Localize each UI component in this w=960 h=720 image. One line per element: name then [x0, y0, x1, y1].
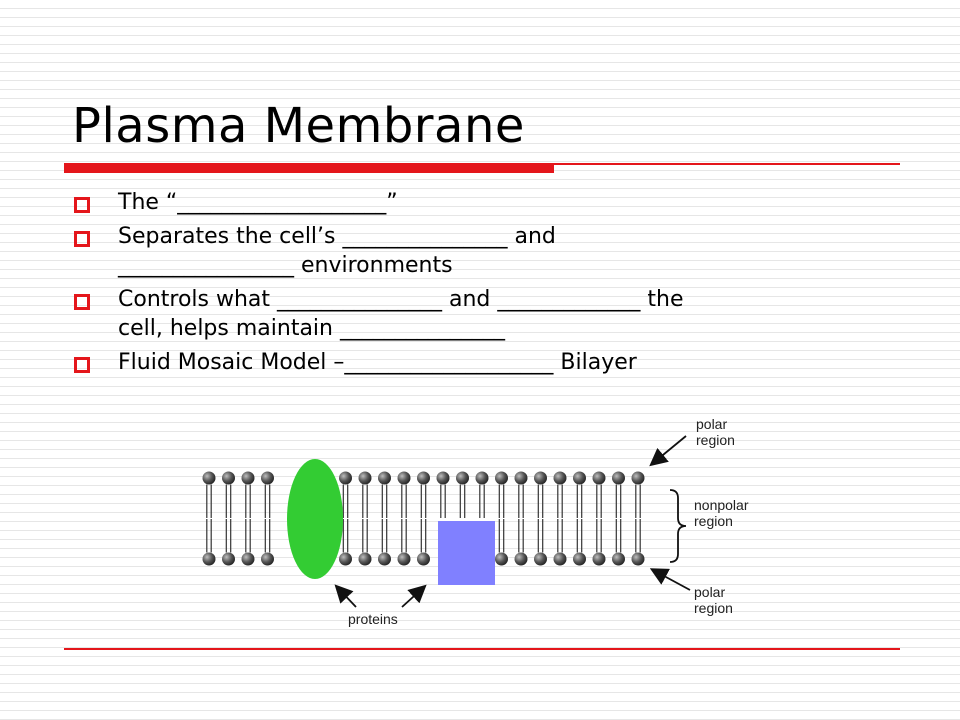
- polar-region-bottom-label: polar region: [694, 584, 733, 616]
- polar-region-top-label: polar region: [696, 416, 735, 448]
- protein-oval: [287, 459, 343, 579]
- square-bullet-icon: [74, 197, 90, 213]
- lipid-head: [631, 471, 645, 485]
- lipid-head: [358, 471, 372, 485]
- bullet-text: Fluid Mosaic Model –___________________ …: [118, 350, 637, 375]
- lipid-head: [612, 552, 625, 566]
- lipid-head: [241, 552, 255, 566]
- lipid-head: [592, 552, 606, 566]
- lipid-head: [475, 471, 489, 485]
- lipid-head: [261, 552, 274, 566]
- proteins-arrow-left: [334, 584, 357, 608]
- lipid-head: [202, 552, 216, 566]
- lipid-head: [514, 552, 528, 566]
- square-bullet-icon: [74, 231, 90, 247]
- lipid-head: [417, 552, 430, 566]
- lipid-head: [222, 471, 235, 485]
- slide-title: Plasma Membrane: [72, 98, 525, 154]
- lipid-head: [378, 471, 391, 485]
- lipid-head: [417, 471, 430, 485]
- lipid-head: [495, 471, 508, 485]
- title-underline-thin: [554, 163, 900, 165]
- lipid-head: [202, 471, 216, 485]
- lipid-head: [456, 471, 469, 485]
- lipid-head: [612, 471, 625, 485]
- bottom-rule: [64, 648, 900, 650]
- lipid-head: [514, 471, 528, 485]
- nonpolar-brace: [669, 489, 687, 563]
- bullet-item: Separates the cell’s _______________ and…: [72, 222, 892, 280]
- lipid-head: [339, 471, 352, 485]
- title-underline-thick: [64, 163, 554, 173]
- lipid-head: [534, 471, 547, 485]
- proteins-label: proteins: [348, 611, 398, 627]
- phospholipid-bilayer-illustration: [202, 435, 691, 608]
- lipid-head: [553, 471, 567, 485]
- bullet-text-continued: ________________ environments: [118, 253, 453, 278]
- square-bullet-icon: [74, 357, 90, 373]
- nonpolar-region-label: nonpolar region: [694, 497, 749, 529]
- bullet-list: The “___________________” Separates the …: [72, 188, 892, 382]
- lipid-head: [378, 552, 391, 566]
- lipid-head: [553, 552, 567, 566]
- lipid-head: [358, 552, 372, 566]
- lipid-head: [261, 471, 274, 485]
- bullet-text: Controls what _______________ and ______…: [118, 287, 684, 312]
- lipid-head: [631, 552, 645, 566]
- lipid-head: [495, 552, 508, 566]
- lipid-head: [436, 471, 450, 485]
- bullet-text: Separates the cell’s _______________ and: [118, 224, 556, 249]
- lipid-head: [573, 552, 586, 566]
- protein-square: [438, 521, 495, 585]
- lipid-head: [241, 471, 255, 485]
- lipid-head: [534, 552, 547, 566]
- lipid-head: [339, 552, 352, 566]
- square-bullet-icon: [74, 294, 90, 310]
- membrane-diagram: polar region nonpolar region polar regio…: [190, 400, 910, 640]
- bullet-item: Controls what _______________ and ______…: [72, 285, 892, 343]
- lipid-head: [397, 471, 411, 485]
- polar-top-arrow: [649, 435, 687, 467]
- proteins-arrow-right: [401, 584, 427, 608]
- lipid-layer: [202, 471, 645, 566]
- bullet-item: Fluid Mosaic Model –___________________ …: [72, 348, 892, 377]
- lipid-head: [573, 471, 586, 485]
- bullet-item: The “___________________”: [72, 188, 892, 217]
- lipid-head: [592, 471, 606, 485]
- bullet-text-continued: cell, helps maintain _______________: [118, 316, 505, 341]
- bullet-text: The “___________________”: [118, 190, 398, 215]
- lipid-head: [222, 552, 235, 566]
- polar-bottom-arrow: [649, 568, 691, 591]
- lipid-head: [397, 552, 411, 566]
